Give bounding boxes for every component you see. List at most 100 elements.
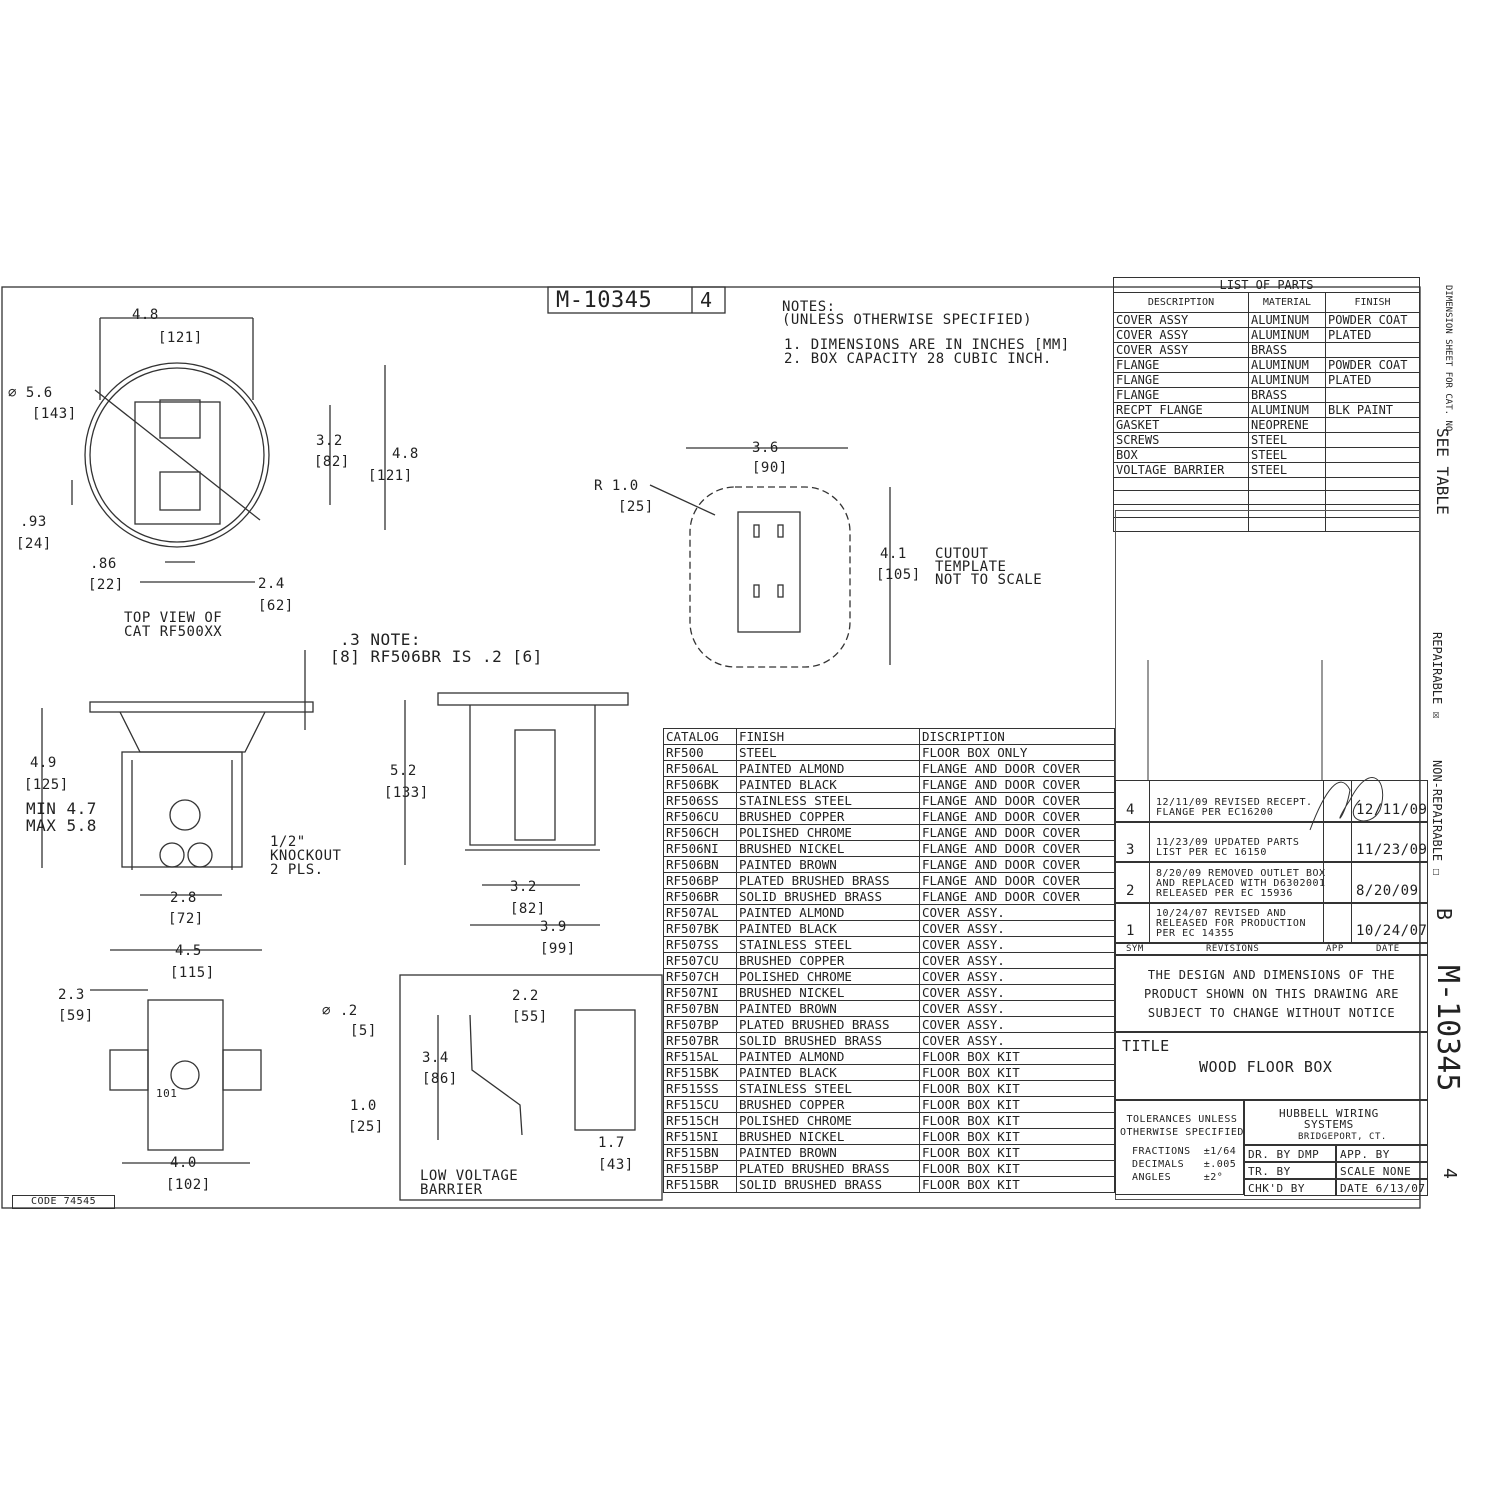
revision-row: 4 12/11/09 REVISED RECEPT. FLANGE PER EC… (1115, 780, 1428, 822)
dim-label: [24] (16, 536, 52, 552)
dim-label: 1.7 (598, 1135, 625, 1151)
table-cell: FLOOR BOX KIT (919, 1144, 1115, 1161)
side-view-left (41, 650, 314, 896)
dim-label: [115] (170, 965, 215, 981)
repairable-checkbox[interactable]: REPAIRABLE ☒ (1430, 632, 1444, 719)
table-cell: FLANGE AND DOOR COVER (919, 808, 1115, 825)
table-cell: GASKET (1113, 417, 1249, 433)
table-cell: SOLID BRUSHED BRASS (736, 888, 920, 905)
dim-label: [121] (368, 468, 413, 484)
table-cell: COVER ASSY (1113, 327, 1249, 343)
table-cell: COVER ASSY. (919, 920, 1115, 937)
non-repairable-checkbox[interactable]: NON-REPAIRABLE ☐ (1430, 760, 1444, 876)
table-cell: RF507BP (663, 1016, 737, 1033)
dim-label: 4.0 (170, 1155, 197, 1171)
table-cell: FLANGE AND DOOR COVER (919, 792, 1115, 809)
dim-label: [125] (24, 777, 69, 793)
drawing-title: WOOD FLOOR BOX (1199, 1058, 1333, 1076)
table-cell: BRUSHED COPPER (736, 808, 920, 825)
table-cell: BOX (1113, 447, 1249, 463)
traced-by: TR. BY (1244, 1162, 1336, 1179)
table-cell: PLATED BRUSHED BRASS (736, 1160, 920, 1177)
dim-label: 2.2 (512, 988, 539, 1004)
table-cell: COVER ASSY (1113, 342, 1249, 358)
header-cell: DATE (1376, 944, 1400, 954)
side-view-right (404, 692, 629, 926)
dim-label: [133] (384, 785, 429, 801)
table-cell: RF507BN (663, 1000, 737, 1017)
revision-row: 2 8/20/09 REMOVED OUTLET BOX AND REPLACE… (1115, 862, 1428, 903)
table-cell (1325, 387, 1420, 403)
notes-sub: (UNLESS OTHERWISE SPECIFIED) (782, 312, 1033, 328)
dim-label: 2 PLS. (270, 862, 324, 878)
table-cell: RF507AL (663, 904, 737, 921)
table-cell: RF515SS (663, 1080, 737, 1097)
dim-label: 4.8 (392, 446, 419, 462)
dim-label: R 1.0 (594, 478, 639, 494)
dim-label: [121] (158, 330, 203, 346)
dim-label: [62] (258, 598, 294, 614)
sheet-size: B (1432, 908, 1456, 921)
drawn-by: DR. BY DMP (1244, 1145, 1336, 1162)
table-cell: BRUSHED COPPER (736, 1096, 920, 1113)
table-cell: RF515CU (663, 1096, 737, 1113)
table-cell: COVER ASSY. (919, 1000, 1115, 1017)
caption: CAT RF500XX (124, 624, 223, 640)
table-cell: STAINLESS STEEL (736, 792, 920, 809)
caption: NOT TO SCALE (935, 572, 1043, 588)
table-cell: COVER ASSY. (919, 984, 1115, 1001)
revision-date: 10/24/07 (1356, 923, 1428, 939)
dim-label: 101 (156, 1087, 178, 1100)
table-cell: POWDER COAT (1325, 357, 1420, 373)
table-cell: FLOOR BOX KIT (919, 1096, 1115, 1113)
revisions-header: SYM REVISIONS APP DATE (1115, 943, 1428, 955)
caption: TOP VIEW OF (124, 610, 223, 626)
dim-label: [90] (752, 460, 788, 476)
table-cell: FLOOR BOX KIT (919, 1080, 1115, 1097)
header-cell: APP (1326, 944, 1344, 954)
table-cell: COVER ASSY. (919, 936, 1115, 953)
table-cell: RF515BR (663, 1176, 737, 1193)
table-cell: PAINTED BLACK (736, 776, 920, 793)
dim-label: 3.2 (510, 879, 537, 895)
table-cell: FLOOR BOX ONLY (919, 744, 1115, 761)
dim-label: MIN 4.7 (26, 799, 97, 818)
table-cell: RF515BK (663, 1064, 737, 1081)
dim-label: 3.6 (752, 440, 779, 456)
table-cell: RF507BR (663, 1032, 737, 1049)
table-cell: FLOOR BOX KIT (919, 1048, 1115, 1065)
table-cell: BRASS (1248, 342, 1326, 358)
table-row-empty (1113, 476, 1420, 492)
table-cell: PAINTED BLACK (736, 920, 920, 937)
table-row-empty (1113, 517, 1420, 532)
table-cell: POLISHED CHROME (736, 824, 920, 841)
table-cell: COVER ASSY. (919, 952, 1115, 969)
top-view-drawing (71, 317, 386, 583)
table-cell: PAINTED BROWN (736, 1144, 920, 1161)
table-cell: RF506BP (663, 872, 737, 889)
table-cell: RF507BK (663, 920, 737, 937)
see-table-label: SEE TABLE (1433, 428, 1452, 515)
table-cell: RF515CH (663, 1112, 737, 1129)
caption: LOW VOLTAGE (420, 1168, 519, 1184)
table-cell: STEEL (1248, 447, 1326, 463)
table-cell: SOLID BRUSHED BRASS (736, 1032, 920, 1049)
table-cell: ALUMINUM (1248, 402, 1326, 418)
dim-label: [143] (32, 406, 77, 422)
table-cell: BRUSHED COPPER (736, 952, 920, 969)
dim-label: [25] (348, 1119, 384, 1135)
table-cell: POWDER COAT (1325, 312, 1420, 328)
dim-label: [5] (350, 1023, 377, 1039)
